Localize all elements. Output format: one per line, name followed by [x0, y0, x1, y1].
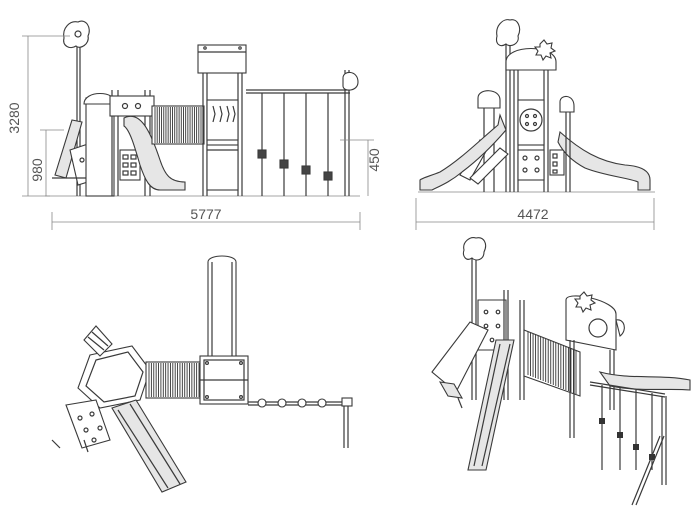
dimension-height-bar: 450 — [366, 148, 382, 172]
perspective-tower-right — [565, 291, 625, 438]
plan-ladder-top — [83, 325, 113, 357]
plan-view — [51, 255, 353, 493]
side-slide-left — [419, 113, 507, 191]
side-elevation-view: 4472 — [415, 19, 655, 230]
front-slide — [123, 115, 186, 191]
side-slide-right — [557, 95, 651, 192]
front-tower-right — [197, 44, 247, 196]
dimension-height-total: 3280 — [6, 102, 22, 133]
front-hanging-bars — [246, 70, 359, 196]
side-tower — [505, 39, 565, 192]
dimension-width-side: 4472 — [517, 206, 548, 222]
plan-square-deck — [199, 355, 249, 405]
side-dimension-lines — [415, 198, 655, 230]
perspective-climber-left — [431, 321, 489, 409]
front-flag-pole — [63, 20, 90, 196]
plan-climbing-wall — [51, 399, 111, 453]
plan-hanging-bars — [248, 397, 353, 448]
perspective-slide — [467, 339, 515, 471]
front-elevation-view: 3280 980 450 5777 — [6, 20, 382, 230]
perspective-view — [431, 237, 691, 506]
dimension-width-front: 5777 — [190, 206, 221, 222]
plan-tunnel — [145, 361, 203, 399]
dimension-height-platform: 980 — [29, 158, 45, 182]
perspective-hanging-bars — [589, 381, 667, 506]
perspective-tunnel — [523, 329, 581, 397]
plan-slide — [111, 399, 187, 493]
front-dimension-lines — [22, 35, 374, 230]
front-tunnel — [151, 105, 205, 145]
plan-straight-slide — [207, 255, 237, 357]
